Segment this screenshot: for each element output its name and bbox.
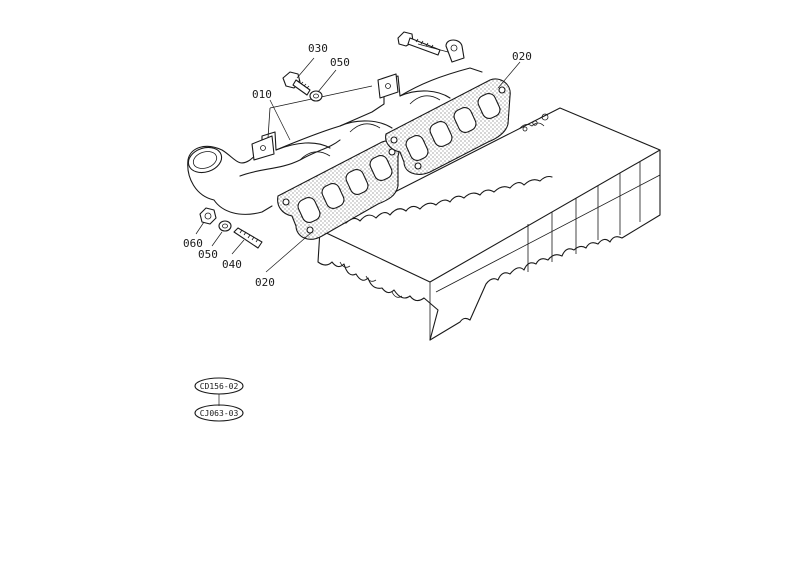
reference-code-top: CD156-02 xyxy=(200,382,239,391)
cylinder-head xyxy=(317,107,661,341)
label-040: 040 xyxy=(222,258,242,271)
label-020-bottom: 020 xyxy=(255,276,275,289)
bolt-030 xyxy=(282,71,311,96)
label-050-top: 050 xyxy=(330,56,350,69)
washer-050-top xyxy=(309,90,323,102)
label-030: 030 xyxy=(308,42,328,55)
washer-050-bottom xyxy=(218,220,232,232)
reference-oval-bottom xyxy=(194,404,244,422)
reference-codes: CD156-02 CJ063-03 xyxy=(194,377,244,422)
stud-top-right xyxy=(397,31,465,63)
part-labels: 030 050 010 020 060 050 040 020 xyxy=(183,42,532,289)
label-010: 010 xyxy=(252,88,272,101)
gasket-front xyxy=(277,140,400,240)
label-050-bottom: 050 xyxy=(198,248,218,261)
stud-040 xyxy=(233,227,263,249)
gasket-rear xyxy=(385,78,511,175)
reference-code-bottom: CJ063-03 xyxy=(200,409,239,418)
label-020-top: 020 xyxy=(512,50,532,63)
label-060: 060 xyxy=(183,237,203,250)
nut-060 xyxy=(199,207,217,225)
leader-lines xyxy=(195,43,521,273)
